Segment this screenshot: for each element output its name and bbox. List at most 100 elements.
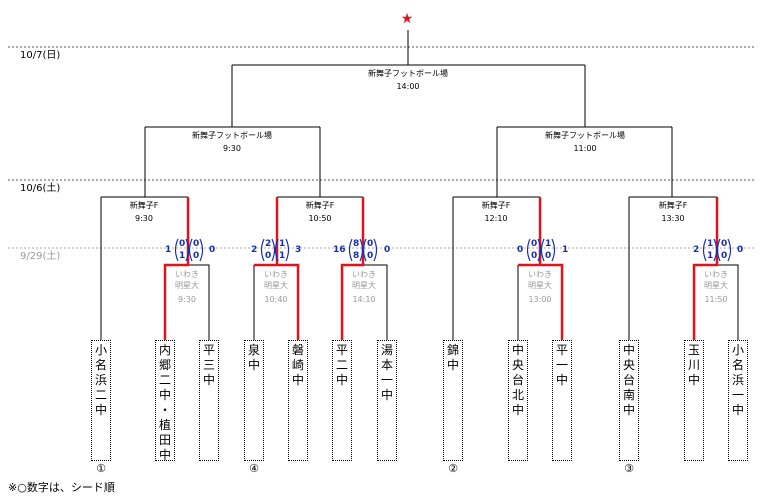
seed-label: ② — [448, 462, 458, 475]
score-frame-2b-left — [274, 238, 279, 262]
r1-connector-5 — [717, 264, 739, 340]
semi-connector-left — [144, 126, 321, 197]
winner-path-1 — [163, 197, 190, 340]
score-half: 0 — [193, 239, 200, 249]
team-box: 磐崎中 — [288, 340, 308, 461]
semi-venue: 新舞子フットボール場 — [192, 131, 272, 140]
qf-connector-3 — [452, 196, 540, 340]
date-label-r1: 9/29(土) — [20, 251, 61, 262]
seed-label: ④ — [249, 462, 259, 475]
qf-venue: 新舞子F — [481, 201, 511, 210]
score-half: 0 — [367, 239, 374, 249]
team-box: 錦中 — [443, 340, 463, 461]
r1-time: 9:30 — [178, 295, 196, 304]
score-total-left: 2 — [251, 245, 258, 255]
seed-note: ※○数字は、シード順 — [8, 481, 115, 494]
score-total-right: 3 — [295, 245, 302, 255]
seed-label: ③ — [624, 462, 634, 475]
r1-venue: いわき明星大 — [704, 270, 728, 290]
score-frame-4-right — [537, 238, 542, 262]
score-total-right: 0 — [384, 245, 391, 255]
score-half: 1 — [279, 251, 286, 261]
score-frame-4b-left — [540, 238, 545, 262]
score-total-left: 16 — [333, 245, 346, 255]
score-half: 0 — [721, 239, 728, 249]
semi-venue: 新舞子フットボール場 — [545, 131, 625, 140]
date-label-final: 10/7(日) — [20, 50, 61, 61]
r1-connector-3 — [363, 264, 388, 340]
score-total-left: 0 — [517, 245, 524, 255]
r1-connector-1 — [188, 264, 210, 340]
qf-venue: 新舞子F — [129, 201, 159, 210]
score-total-right: 0 — [209, 245, 216, 255]
score-frame-1-left — [174, 238, 179, 262]
score-half: 8 — [353, 251, 360, 261]
score-half: 0 — [721, 251, 728, 261]
seed-label: ① — [96, 462, 106, 475]
winner-path-2 — [254, 197, 300, 340]
team-box: 小名浜一中 — [728, 340, 748, 461]
score-frame-3b-left — [362, 238, 367, 262]
qf-time: 12:10 — [484, 214, 508, 223]
score-half: 1 — [545, 239, 552, 249]
score-frame-2b-right — [285, 238, 290, 262]
score-total-left: 1 — [165, 245, 172, 255]
champion-star-icon: ★ — [400, 11, 414, 27]
semi-time: 9:30 — [223, 144, 241, 153]
score-frame-5b-left — [716, 238, 721, 262]
score-frame-2-left — [260, 238, 265, 262]
r1-time: 10:40 — [264, 295, 288, 304]
score-half: 1 — [179, 251, 186, 261]
semi-time: 11:00 — [573, 144, 597, 153]
r1-venue: いわき明星大 — [175, 270, 199, 290]
score-half: 0 — [265, 251, 272, 261]
score-half: 1 — [707, 239, 714, 249]
final-venue: 新舞子フットボール場 — [368, 69, 448, 78]
team-box: 平一中 — [552, 340, 572, 461]
qf-venue: 新舞子F — [305, 201, 335, 210]
score-frame-1b-left — [188, 238, 193, 262]
team-box: 泉中 — [244, 340, 264, 461]
r1-venue: いわき明星大 — [264, 270, 288, 290]
score-frame-3b-right — [373, 238, 378, 262]
team-box: 中央台南中 — [619, 340, 639, 461]
score-frame-4b-right — [551, 238, 556, 262]
score-half: 2 — [265, 239, 272, 249]
score-half: 1 — [707, 251, 714, 261]
r1-time: 11:50 — [704, 295, 728, 304]
qf-time: 13:30 — [661, 214, 685, 223]
winner-path-4 — [518, 197, 564, 340]
r1-venue: いわき明星大 — [352, 270, 376, 290]
team-box: 玉川中 — [684, 340, 704, 461]
team-box: 平二中 — [332, 340, 352, 461]
winner-path-3 — [340, 197, 365, 340]
qf-venue: 新舞子F — [658, 201, 688, 210]
score-frame-4-left — [526, 238, 531, 262]
team-box: 内郷二中・植田中 — [155, 340, 175, 462]
qf-connector-1 — [100, 196, 188, 340]
score-half: 0 — [193, 251, 200, 261]
score-frame-5-right — [713, 238, 718, 262]
qf-connector-4 — [628, 196, 717, 340]
score-total-right: 1 — [562, 245, 569, 255]
qf-time: 9:30 — [135, 214, 153, 223]
team-box: 中央台北中 — [508, 340, 528, 461]
score-half: 0 — [531, 251, 538, 261]
score-frame-5b-right — [727, 238, 732, 262]
date-label-semis: 10/6(土) — [20, 183, 61, 194]
score-half: 0 — [545, 251, 552, 261]
team-box: 平三中 — [199, 340, 219, 461]
score-frame-3-right — [359, 238, 364, 262]
semi-connector-right — [496, 126, 673, 197]
winner-path-5 — [692, 197, 719, 340]
score-half: 0 — [367, 251, 374, 261]
score-frame-2-right — [271, 238, 276, 262]
r1-time: 13:00 — [528, 295, 552, 304]
score-total-right: 0 — [737, 245, 744, 255]
score-frame-3-left — [348, 238, 353, 262]
score-frame-1b-right — [199, 238, 204, 262]
r1-venue: いわき明星大 — [528, 270, 552, 290]
team-box: 湯本一中 — [377, 340, 397, 461]
final-time: 14:00 — [396, 82, 420, 91]
